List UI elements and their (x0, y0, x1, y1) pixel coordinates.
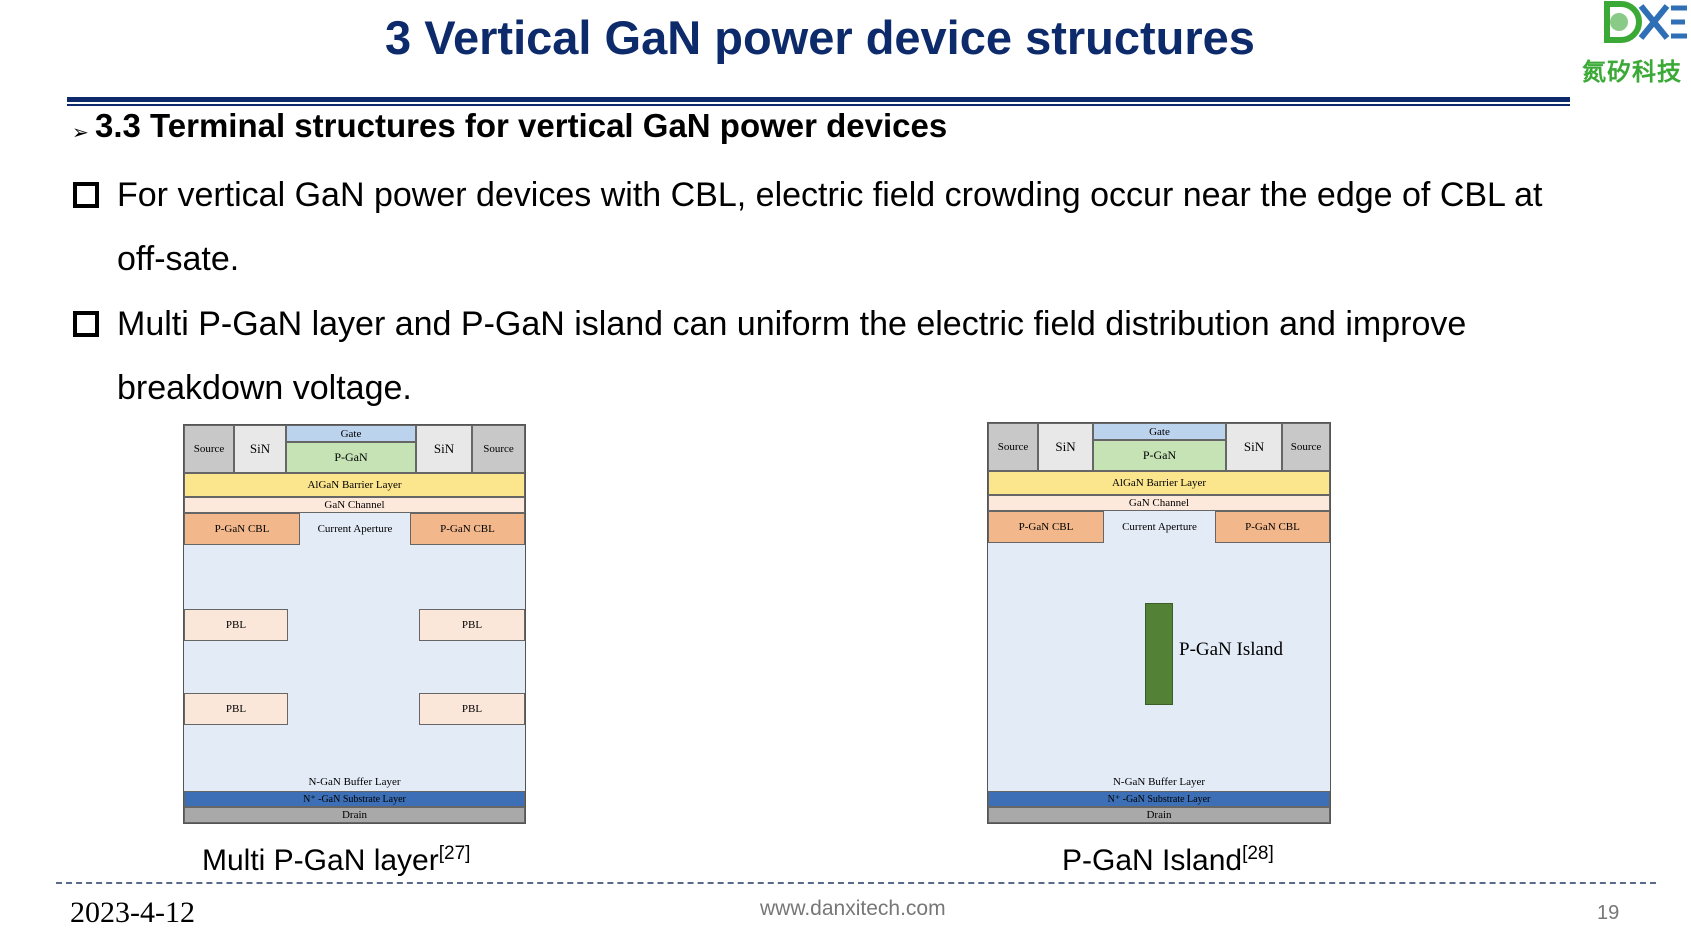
page-number: 19 (1597, 902, 1620, 924)
pbl-lower-left: PBL (184, 693, 288, 725)
source-right: Source (472, 425, 525, 473)
title-divider (67, 97, 1570, 102)
sin-right: SiN (1226, 423, 1282, 471)
sin-right: SiN (416, 425, 472, 473)
drain: Drain (184, 807, 525, 823)
left-diagram-caption: Multi P-GaN layer[27] (202, 843, 471, 877)
current-aperture: Current Aperture (300, 513, 410, 545)
right-diagram-caption: P-GaN Island[28] (1062, 843, 1274, 877)
bullet-square-icon (73, 311, 99, 337)
pgan-island-diagram: Source SiN Gate P-GaN SiN Source AlGaN B… (987, 422, 1331, 824)
n-gan-buffer-layer: N-GaN Buffer Layer (1112, 776, 1206, 788)
substrate-layer: N⁺ -GaN Substrate Layer (988, 791, 1330, 807)
logo-mark-icon (1604, 0, 1687, 43)
bullet-square-icon (73, 182, 99, 208)
gate: Gate (286, 425, 416, 442)
gate: Gate (1093, 423, 1226, 440)
sin-left: SiN (234, 425, 286, 473)
bullet-text: Multi P-GaN layer and P-GaN island can u… (117, 305, 1467, 407)
algan-barrier-layer: AlGaN Barrier Layer (988, 471, 1330, 495)
logo-text: 氮矽科技 (1582, 58, 1682, 86)
website-link[interactable]: www.danxitech.com (760, 897, 946, 920)
n-gan-buffer-layer: N-GaN Buffer Layer (308, 776, 401, 788)
section-subtitle: 3.3 Terminal structures for vertical GaN… (95, 107, 948, 144)
drain: Drain (988, 807, 1330, 823)
pbl-upper-left: PBL (184, 609, 288, 641)
subtitle-arrow-icon: ➢ (72, 122, 89, 144)
current-aperture: Current Aperture (1104, 511, 1215, 543)
gan-channel: GaN Channel (184, 497, 525, 513)
multi-pgan-layer-diagram: Source SiN Gate P-GaN SiN Source AlGaN B… (183, 424, 526, 824)
sin-left: SiN (1038, 423, 1093, 471)
pbl-upper-right: PBL (419, 609, 525, 641)
pgan-island-block (1145, 603, 1173, 705)
algan-barrier-layer: AlGaN Barrier Layer (184, 473, 525, 497)
footer-divider (56, 882, 1656, 884)
slide-date: 2023-4-12 (70, 896, 195, 929)
slide-title: 3 Vertical GaN power device structures (385, 11, 1255, 64)
pgan-gate: P-GaN (286, 442, 416, 473)
pgan-cbl-right: P-GaN CBL (410, 513, 525, 545)
source-left: Source (988, 423, 1038, 471)
pgan-cbl-right: P-GaN CBL (1215, 511, 1330, 543)
substrate-layer: N⁺ -GaN Substrate Layer (184, 791, 525, 807)
title-divider-thin (67, 104, 1570, 106)
bullet-text: For vertical GaN power devices with CBL,… (117, 176, 1543, 278)
source-left: Source (184, 425, 234, 473)
gan-channel: GaN Channel (988, 495, 1330, 511)
source-right: Source (1282, 423, 1330, 471)
pgan-island-label: P-GaN Island (1179, 639, 1283, 660)
pgan-gate: P-GaN (1093, 440, 1226, 471)
pgan-cbl-left: P-GaN CBL (988, 511, 1104, 543)
company-logo (1585, 0, 1691, 90)
pgan-cbl-left: P-GaN CBL (184, 513, 300, 545)
pbl-lower-right: PBL (419, 693, 525, 725)
